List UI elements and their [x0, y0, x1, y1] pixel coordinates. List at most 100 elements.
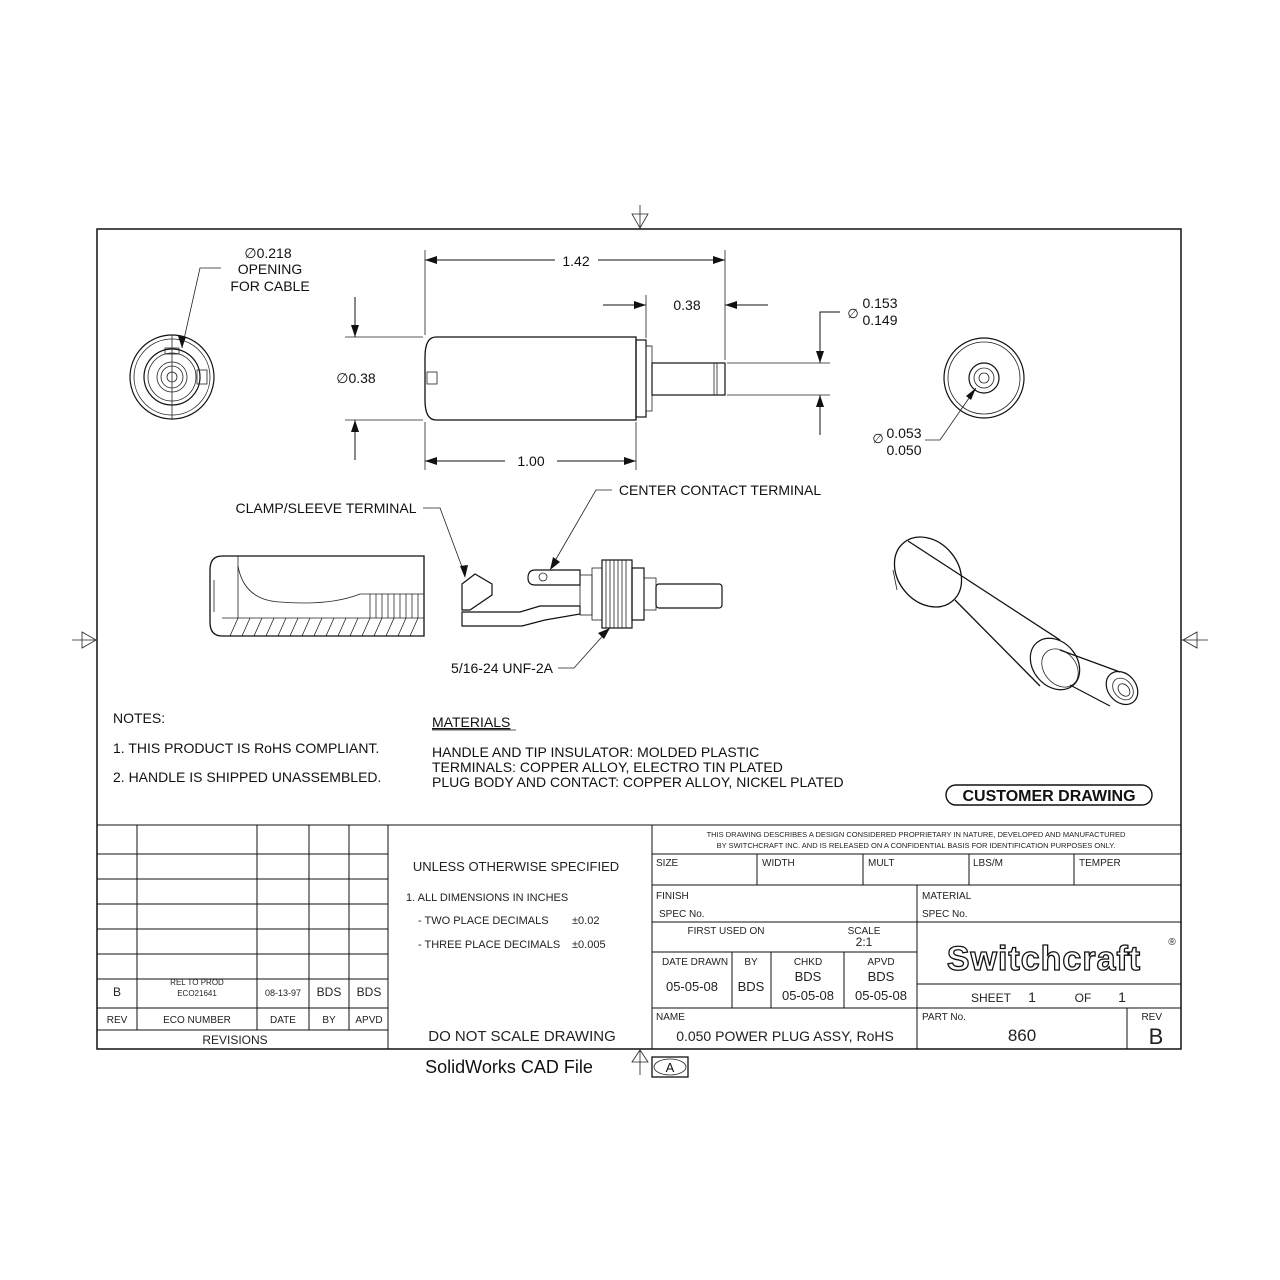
scale-label: SCALE [848, 926, 881, 937]
rev-row-eco-line2: ECO21641 [177, 989, 217, 998]
apvd-date: 05-05-08 [855, 988, 907, 1003]
customer-drawing-label: CUSTOMER DRAWING [962, 788, 1135, 805]
dim-overall-length-label: 1.42 [562, 253, 589, 269]
tolerance-heading: UNLESS OTHERWISE SPECIFIED [413, 859, 619, 874]
tolerance-three-value: ±0.005 [572, 939, 606, 951]
front-view [129, 267, 221, 420]
name-label: NAME [656, 1012, 685, 1023]
materials-line-2: TERMINALS: COPPER ALLOY, ELECTRO TIN PLA… [432, 759, 783, 775]
tip-dia-min: 0.149 [862, 312, 897, 328]
width-label: WIDTH [762, 858, 795, 869]
rev-header-rev: REV [107, 1015, 128, 1026]
temper-label: TEMPER [1079, 858, 1121, 869]
part-no-label: PART No. [922, 1012, 966, 1023]
tolerance-three-label: - THREE PLACE DECIMALS [418, 939, 560, 951]
title-block-grid [97, 824, 1181, 1049]
rev-row-eco-line1: REL TO PROD [170, 978, 224, 987]
notes-heading: NOTES: [113, 710, 165, 726]
date-drawn-value: 05-05-08 [666, 979, 718, 994]
materials-heading: MATERIALS [432, 714, 510, 730]
rev-row-by: BDS [317, 985, 342, 999]
first-used-label: FIRST USED ON [687, 926, 764, 937]
hole-dia-symbol: ∅ [872, 431, 883, 446]
note-item-2: 2. HANDLE IS SHIPPED UNASSEMBLED. [113, 769, 381, 785]
leader-clamp [423, 507, 468, 578]
clamp-label: CLAMP/SLEEVE TERMINAL [235, 500, 416, 516]
rev-row-rev: B [113, 985, 121, 999]
rev-value: B [1149, 1024, 1164, 1049]
dim-body-length-label: 1.00 [517, 453, 544, 469]
exploded-plug-body [601, 559, 723, 629]
hole-dia-max: 0.053 [886, 425, 921, 441]
center-marker-right [1181, 631, 1208, 649]
opening-label-line2: FOR CABLE [230, 278, 309, 294]
chkd-label: CHKD [794, 957, 822, 968]
hole-dia-min: 0.050 [886, 442, 921, 458]
rev-row-date: 08-13-97 [265, 988, 301, 998]
apvd-label: APVD [867, 957, 894, 968]
rev-header-eco: ECO NUMBER [163, 1015, 231, 1026]
logo-registered-mark: ® [1168, 937, 1176, 948]
tolerance-line1: 1. ALL DIMENSIONS IN INCHES [406, 892, 568, 904]
view-marker-oval [653, 1058, 687, 1076]
part-name: 0.050 POWER PLUG ASSY, RoHS [676, 1028, 894, 1044]
dim-body-length [424, 422, 637, 470]
rev-row-apvd: BDS [357, 985, 382, 999]
dim-tip-length-label: 0.38 [673, 297, 700, 313]
switchcraft-logo: Switchcraft [947, 940, 1141, 978]
part-no-value: 860 [1008, 1026, 1036, 1045]
drawing-border [96, 228, 1182, 1050]
material-spec-label: SPEC No. [922, 909, 968, 920]
leader-center [550, 489, 612, 570]
finish-spec-label: SPEC No. [659, 909, 705, 920]
scale-value: 2:1 [856, 935, 873, 949]
revisions-title: REVISIONS [202, 1033, 267, 1047]
by-label: BY [744, 957, 758, 968]
rev-header-by: BY [322, 1015, 336, 1026]
lbs-label: LBS/M [973, 858, 1003, 869]
center-contact-label: CENTER CONTACT TERMINAL [619, 482, 821, 498]
dim-tip-diameter [727, 311, 840, 435]
opening-label-line1: OPENING [238, 261, 303, 277]
tolerance-two-value: ±0.02 [572, 915, 599, 927]
dim-body-diameter [345, 297, 423, 460]
center-marker-left [72, 631, 97, 649]
side-view-plug [424, 336, 726, 421]
proprietary-line2: BY SWITCHCRAFT INC. AND IS RELEASED ON A… [717, 841, 1116, 850]
size-label: SIZE [656, 858, 679, 869]
date-drawn-label: DATE DRAWN [662, 957, 728, 968]
view-marker-label: A [666, 1060, 675, 1075]
customer-drawing-stamp [945, 784, 1153, 806]
rev-header-apvd: APVD [355, 1015, 382, 1026]
chkd-by: BDS [795, 969, 822, 984]
rev-label: REV [1141, 1012, 1162, 1023]
exploded-terminals [461, 567, 603, 627]
thread-label: 5/16-24 UNF-2A [451, 660, 554, 676]
do-not-scale-label: DO NOT SCALE DRAWING [428, 1028, 616, 1045]
dim-tip-length [603, 295, 768, 338]
dim-overall-length [424, 250, 726, 360]
sheet-label: SHEET [971, 991, 1012, 1005]
sheet-total: 1 [1118, 989, 1126, 1005]
apvd-by: BDS [868, 969, 895, 984]
center-marker-bottom [631, 1049, 649, 1075]
mult-label: MULT [868, 858, 894, 869]
materials-line-1: HANDLE AND TIP INSULATOR: MOLDED PLASTIC [432, 744, 759, 760]
isometric-view [892, 536, 1139, 707]
front-dia-label: ∅0.218 [244, 245, 291, 261]
proprietary-line1: THIS DRAWING DESCRIBES A DESIGN CONSIDER… [707, 830, 1126, 839]
material-label: MATERIAL [922, 891, 972, 902]
finish-label: FINISH [656, 891, 689, 902]
leader-thread [558, 628, 610, 669]
dim-body-diameter-label: ∅0.38 [336, 370, 376, 386]
of-label: OF [1075, 991, 1092, 1005]
end-view [925, 337, 1025, 441]
tip-dia-symbol: ∅ [847, 306, 858, 321]
tip-dia-max: 0.153 [862, 295, 897, 311]
exploded-hatch [229, 594, 419, 637]
exploded-handle [209, 555, 425, 637]
by-value: BDS [738, 979, 765, 994]
view-marker-box [651, 1056, 689, 1078]
sheet-num: 1 [1028, 989, 1036, 1005]
